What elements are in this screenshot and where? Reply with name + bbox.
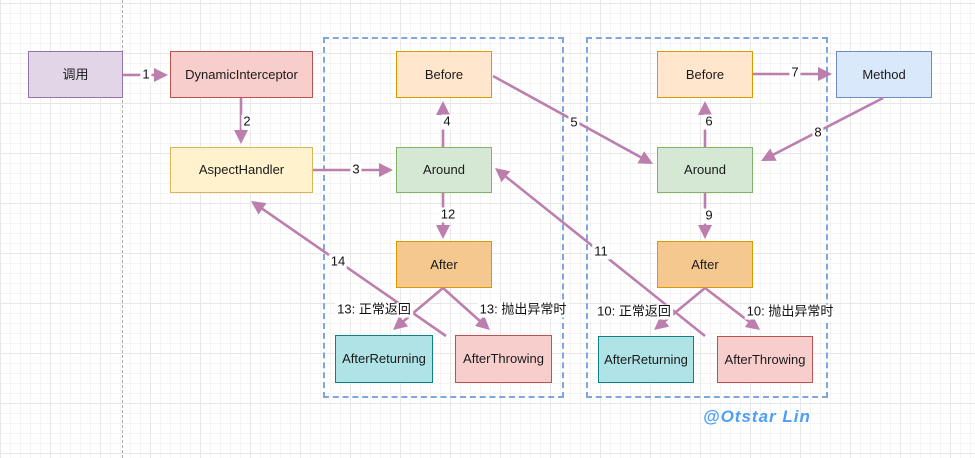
edge-label-14: 14: [328, 253, 348, 270]
edge-label-12: 12: [438, 206, 458, 223]
edge-label-11: 11: [592, 243, 610, 260]
node-right-before: Before: [657, 51, 753, 98]
node-left-before-label: Before: [424, 66, 464, 82]
node-left-after-returning: AfterReturning: [335, 335, 433, 383]
node-dynamic-interceptor: DynamicInterceptor: [170, 51, 313, 98]
node-right-after-returning: AfterReturning: [598, 336, 694, 383]
node-left-after-throwing-label: AfterThrowing: [463, 351, 544, 367]
edge-label-3: 3: [350, 161, 362, 178]
page-boundary-line: [122, 0, 123, 458]
edge-label-2: 2: [241, 113, 253, 130]
node-aspect-handler: AspectHandler: [170, 147, 313, 193]
node-left-after: After: [396, 241, 492, 288]
node-left-after-throwing: AfterThrowing: [455, 335, 552, 383]
node-left-after-returning-label: AfterReturning: [342, 351, 426, 367]
edge-label-7: 7: [789, 64, 801, 81]
node-left-before: Before: [396, 51, 492, 98]
edge-label-5: 5: [568, 114, 580, 131]
edge-label-13-throw: 13: 抛出异常时: [477, 301, 569, 318]
node-aspect-handler-label: AspectHandler: [198, 162, 285, 178]
edge-label-9: 9: [703, 207, 715, 224]
edge-label-1: 1: [140, 66, 152, 83]
node-call-label: 调用: [62, 66, 89, 82]
node-left-around-label: Around: [423, 162, 465, 178]
node-left-after-label: After: [430, 256, 458, 272]
edge-label-4: 4: [441, 113, 453, 130]
node-left-around: Around: [396, 147, 492, 193]
edge-label-13-return: 13: 正常返回: [335, 301, 413, 318]
node-right-around: Around: [657, 147, 753, 193]
node-right-around-label: Around: [684, 162, 726, 178]
node-method: Method: [836, 51, 932, 98]
edge-label-6: 6: [703, 113, 715, 130]
node-right-after-throwing: AfterThrowing: [717, 336, 813, 383]
edge-label-10-return: 10: 正常返回: [595, 303, 673, 320]
node-right-after-label: After: [691, 256, 719, 272]
node-right-after: After: [657, 241, 753, 288]
node-right-after-throwing-label: AfterThrowing: [724, 351, 806, 367]
edge-label-8: 8: [812, 124, 824, 141]
watermark-signature: @Otstar Lin: [703, 407, 811, 426]
node-method-label: Method: [862, 66, 906, 82]
edge-label-10-throw: 10: 抛出异常时: [744, 303, 836, 320]
node-right-after-returning-label: AfterReturning: [604, 351, 688, 367]
node-right-before-label: Before: [685, 66, 725, 82]
node-dynamic-interceptor-label: DynamicInterceptor: [185, 66, 298, 82]
node-call: 调用: [28, 51, 123, 98]
